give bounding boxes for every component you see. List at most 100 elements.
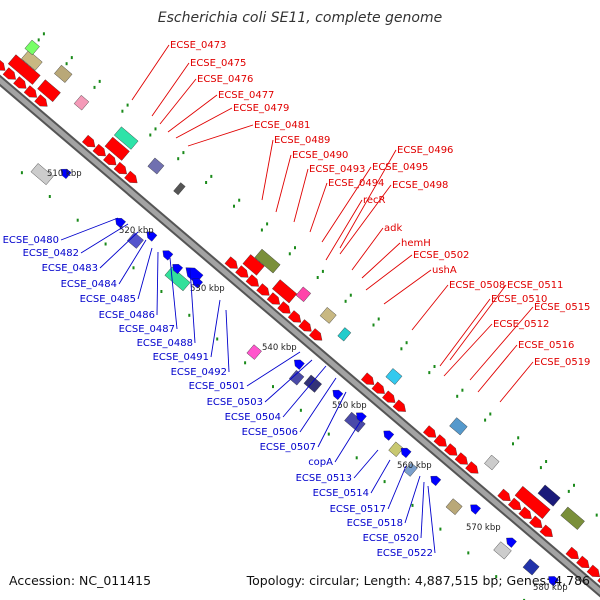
forward-gene-arrow <box>82 134 96 148</box>
track-dot <box>160 290 163 293</box>
label-leader-line <box>175 107 233 139</box>
cds-block-lower <box>522 558 540 576</box>
track-dot <box>288 252 291 256</box>
label-leader-line <box>189 267 196 344</box>
forward-gene-block <box>514 485 551 520</box>
gene-label[interactable]: ECSE_0496 <box>397 145 453 156</box>
gene-label[interactable]: ECSE_0516 <box>518 340 574 351</box>
gene-label[interactable]: ECSE_0473 <box>170 40 226 51</box>
reverse-gene-arrow <box>162 250 174 261</box>
gene-label[interactable]: ECSE_0482 <box>23 248 79 259</box>
track-dot <box>48 195 51 198</box>
gene-label[interactable]: ECSE_0508 <box>449 280 505 291</box>
track-dot <box>411 503 414 507</box>
label-leader-line <box>325 199 363 261</box>
track-dot <box>37 38 40 42</box>
gene-label[interactable]: recR <box>363 195 386 206</box>
scale-tick-label: 580 kbp <box>533 583 568 593</box>
gene-label[interactable]: ECSE_0502 <box>413 250 469 261</box>
forward-gene-arrow <box>371 381 385 394</box>
track-dot <box>567 489 570 493</box>
gene-label[interactable]: ECSE_0506 <box>242 427 298 438</box>
gene-label[interactable]: ECSE_0510 <box>491 294 547 305</box>
gene-label[interactable]: ECSE_0517 <box>330 504 386 515</box>
gene-label[interactable]: ECSE_0513 <box>296 473 352 484</box>
gene-label[interactable]: hemH <box>401 238 431 249</box>
gene-label[interactable]: ECSE_0492 <box>171 367 227 378</box>
label-leader-line <box>159 78 197 125</box>
forward-gene-arrow <box>124 170 138 184</box>
label-leader-line <box>439 298 491 367</box>
feature-layer <box>0 32 600 600</box>
reverse-gene-arrow <box>356 412 367 423</box>
track-dot <box>512 442 514 446</box>
gene-label[interactable]: adk <box>384 223 402 234</box>
gene-label[interactable]: ECSE_0491 <box>153 352 209 363</box>
label-leader-line <box>275 154 292 213</box>
gene-label[interactable]: ECSE_0475 <box>190 58 246 69</box>
gene-label[interactable]: ECSE_0515 <box>534 302 590 313</box>
gene-label[interactable]: ECSE_0486 <box>99 310 155 321</box>
label-leader-line <box>449 284 507 361</box>
label-leader-line <box>80 223 129 254</box>
track-dot <box>595 513 598 517</box>
gene-label[interactable]: ECSE_0498 <box>392 180 448 191</box>
cds-block-upper <box>254 248 281 274</box>
forward-gene-arrow <box>576 555 590 568</box>
gene-label[interactable]: ECSE_0512 <box>493 319 549 330</box>
gene-label[interactable]: ECSE_0479 <box>233 103 289 114</box>
forward-gene-arrow <box>266 292 281 305</box>
gene-labels: ECSE_0473ECSE_0475ECSE_0476ECSE_0477ECSE… <box>3 40 591 559</box>
gene-label[interactable]: ECSE_0495 <box>372 162 428 173</box>
gene-label[interactable]: ECSE_0488 <box>137 338 193 349</box>
track-dot <box>76 218 79 222</box>
gene-label[interactable]: ECSE_0481 <box>254 120 310 131</box>
label-leader-line <box>411 284 449 331</box>
gene-label[interactable]: ECSE_0511 <box>507 280 563 291</box>
reverse-gene-arrow <box>192 278 203 289</box>
gene-label[interactable]: ECSE_0477 <box>218 90 274 101</box>
track-dot <box>210 174 213 178</box>
gene-label[interactable]: ECSE_0490 <box>292 150 348 161</box>
cds-block-lower <box>403 462 418 477</box>
cds-block-lower <box>288 369 305 386</box>
gene-label[interactable]: ECSE_0522 <box>377 548 433 559</box>
reverse-gene-arrow <box>548 576 559 587</box>
scale-tick-label: 540 kbp <box>262 343 297 353</box>
label-leader-line <box>420 481 425 539</box>
label-leader-line <box>309 182 328 233</box>
gene-label[interactable]: ECSE_0476 <box>197 74 253 85</box>
track-dot <box>377 317 380 321</box>
gene-label[interactable]: ECSE_0520 <box>363 533 419 544</box>
gene-label[interactable]: ECSE_0519 <box>534 357 590 368</box>
track-dot <box>65 62 68 66</box>
gene-label[interactable]: ECSE_0501 <box>189 381 245 392</box>
gene-label[interactable]: ECSE_0493 <box>309 164 365 175</box>
gene-label[interactable]: ECSE_0514 <box>313 488 369 499</box>
gene-label[interactable]: ECSE_0483 <box>42 263 98 274</box>
gene-label[interactable]: ushA <box>432 265 457 276</box>
label-leader-line <box>118 239 147 285</box>
track-dot <box>266 222 269 226</box>
gene-label[interactable]: ECSE_0518 <box>347 518 403 529</box>
forward-gene-block <box>104 136 130 161</box>
gene-label[interactable]: ECSE_0480 <box>3 235 59 246</box>
gene-label[interactable]: ECSE_0494 <box>328 178 384 189</box>
gene-label[interactable]: copA <box>308 457 333 468</box>
forward-gene-arrow <box>454 452 468 465</box>
label-leader-line <box>469 306 534 381</box>
forward-gene-arrow <box>2 67 16 80</box>
gene-label[interactable]: ECSE_0489 <box>274 135 330 146</box>
gene-label[interactable]: ECSE_0507 <box>260 442 316 453</box>
gene-label[interactable]: ECSE_0487 <box>119 324 175 335</box>
gene-label[interactable]: ECSE_0484 <box>61 279 117 290</box>
cds-block-upper <box>385 368 403 385</box>
track-dot <box>272 385 274 389</box>
forward-gene-arrow <box>444 443 458 456</box>
label-leader-line <box>167 94 218 133</box>
gene-label[interactable]: ECSE_0503 <box>207 397 263 408</box>
gene-label[interactable]: ECSE_0504 <box>225 412 281 423</box>
gene-label[interactable]: ECSE_0485 <box>80 294 136 305</box>
cds-block-lower <box>303 374 322 393</box>
cds-block-upper <box>24 39 40 56</box>
